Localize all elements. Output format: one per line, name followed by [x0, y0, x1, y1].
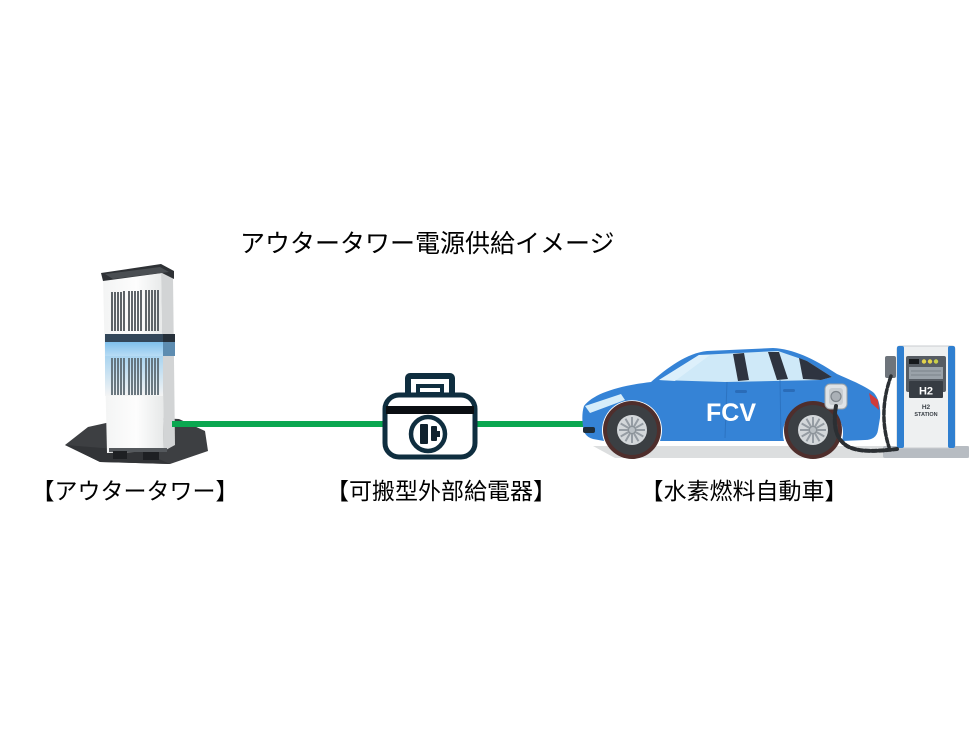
headlight [585, 394, 625, 413]
taillight [869, 393, 879, 410]
rear-wheel [784, 401, 842, 459]
outer-tower-illustration [65, 264, 208, 464]
pump-sign-line2: STATION [914, 412, 937, 418]
fcv-car-illustration: H2 H2 STATION [582, 345, 969, 459]
power-line-box-to-car [474, 421, 586, 427]
tower-side-face [161, 271, 175, 451]
diagram-title: アウタータワー電源供給イメージ [240, 230, 615, 258]
front-wheel [603, 401, 661, 459]
pump-h2-label: H2 [919, 386, 933, 398]
tower-lower-vents [111, 358, 159, 395]
portable-power-box-illustration [382, 373, 478, 460]
outer-tower-label: 【アウタータワー】 [31, 478, 239, 504]
nozzle-dock [885, 356, 896, 378]
dock-cable [882, 374, 893, 449]
fueling-cable [832, 404, 899, 453]
portable-power-unit-label: 【可搬型外部給電器】 [326, 478, 556, 504]
box-band [386, 406, 474, 414]
fcv-badge: FCV [706, 399, 756, 427]
fcv-label: 【水素燃料自動車】 [640, 478, 848, 504]
tower-upper-vents [111, 290, 159, 331]
h2-station-pump: H2 H2 STATION [882, 345, 969, 458]
pump-sign-line1: H2 [922, 404, 931, 411]
car-body [582, 348, 881, 441]
power-line-tower-to-box [172, 421, 389, 427]
